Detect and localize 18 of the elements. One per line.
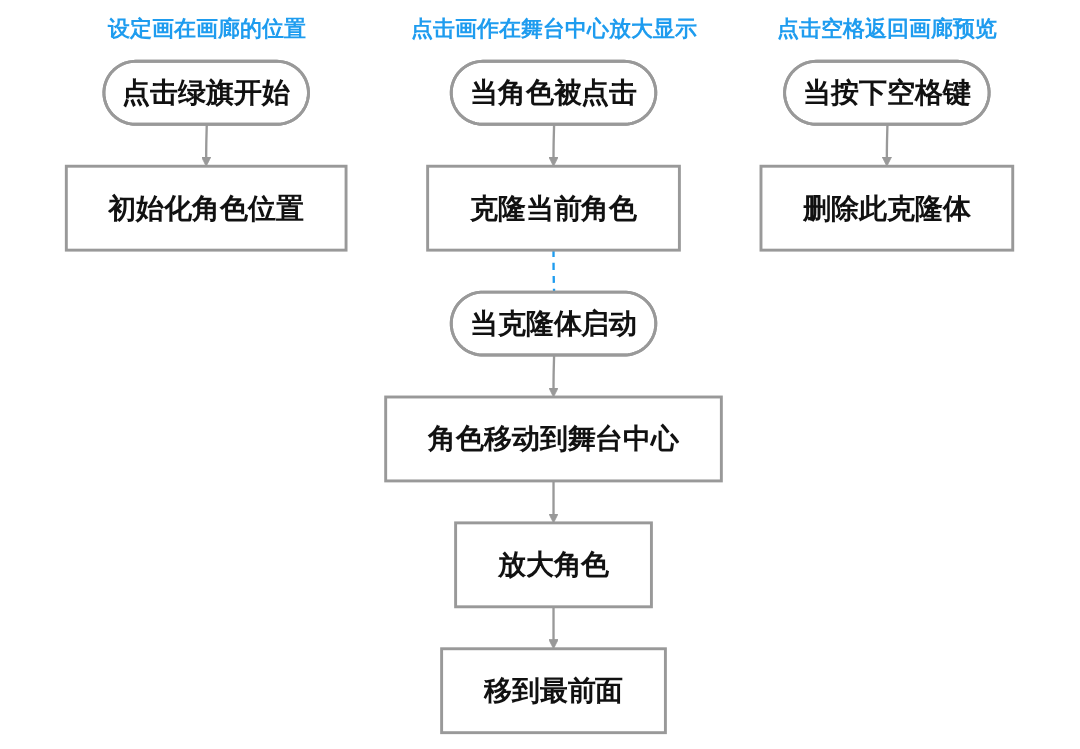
column-heading: 点击空格返回画廊预览	[777, 15, 998, 43]
arrow	[201, 124, 212, 167]
process-box: 移到最前面	[440, 647, 668, 735]
event-pill: 当按下空格键	[783, 59, 992, 126]
arrow	[548, 124, 560, 167]
event-pill: 当克隆体启动	[450, 290, 658, 357]
process-box: 初始化角色位置	[65, 164, 348, 252]
process-box: 角色移动到舞台中心	[384, 395, 724, 483]
event-pill: 当角色被点击	[450, 59, 658, 126]
process-box: 删除此克隆体	[760, 164, 1015, 252]
arrow	[548, 355, 560, 398]
arrow	[882, 124, 893, 167]
event-pill: 点击绿旗开始	[102, 59, 311, 126]
process-box: 克隆当前角色	[426, 164, 682, 252]
column-heading: 点击画作在舞台中心放大显示	[411, 15, 697, 43]
column-heading: 设定画在画廊的位置	[107, 15, 306, 43]
connector-line	[552, 250, 556, 293]
process-box: 放大角色	[454, 521, 654, 609]
